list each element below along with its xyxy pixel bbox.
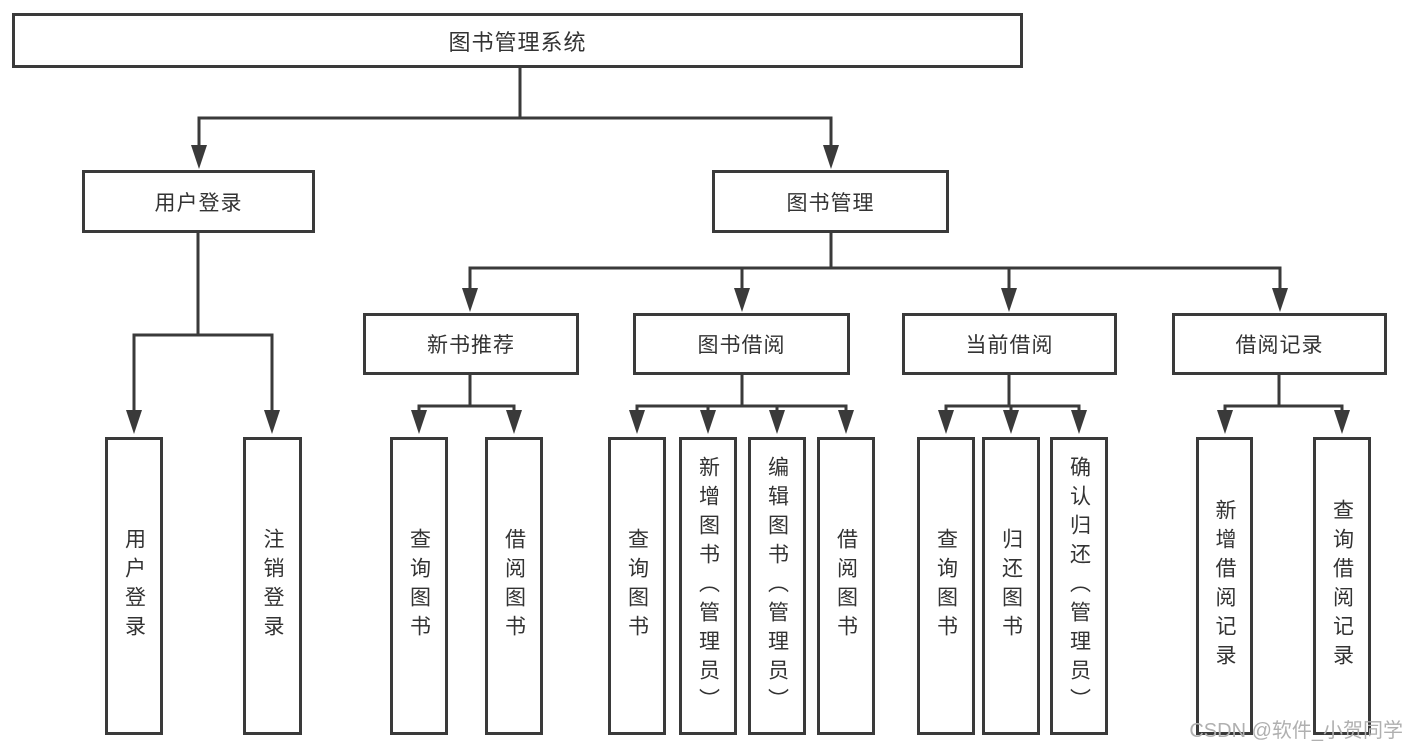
node-user-login: 用户登录 [82, 170, 315, 233]
node-book-management: 图书管理 [712, 170, 949, 233]
leaf-edit-books-admin-label: 编辑图书（管理员） [765, 455, 789, 717]
connector-book-borrow-bar [635, 404, 848, 412]
leaf-query-books-borrowing-label: 查询图书 [625, 528, 649, 644]
node-user-login-label: 用户登录 [154, 191, 243, 215]
leaf-return-books-label: 归还图书 [999, 528, 1023, 644]
node-borrowing-records-label: 借阅记录 [1235, 334, 1324, 357]
leaf-logout-login: 注销登录 [243, 437, 302, 735]
node-library-system-label: 图书管理系统 [448, 29, 587, 55]
node-book-borrowing-label: 图书借阅 [697, 334, 786, 357]
connector-borrow-record-bar [1223, 404, 1344, 412]
leaf-add-books-admin: 新增图书（管理员） [679, 437, 737, 735]
leaf-confirm-return-admin-label: 确认归还（管理员） [1067, 455, 1091, 717]
leaf-borrow-books-borrowing: 借阅图书 [817, 437, 875, 735]
connector-level1-bar [197, 116, 833, 147]
node-book-borrowing: 图书借阅 [633, 313, 850, 375]
leaf-borrow-books-recommend-label: 借阅图书 [502, 528, 526, 644]
connector-book-mgmt-bar [468, 266, 1282, 290]
leaf-user-login-label: 用户登录 [122, 528, 146, 644]
leaf-query-books-recommend: 查询图书 [390, 437, 448, 735]
node-new-book-recommendation: 新书推荐 [363, 313, 579, 375]
arrowheads-icon [126, 145, 1350, 434]
leaf-query-books-recommend-label: 查询图书 [407, 528, 431, 644]
node-current-borrowing: 当前借阅 [902, 313, 1117, 375]
leaf-query-borrow-record-label: 查询借阅记录 [1330, 499, 1354, 673]
leaf-borrow-books-borrowing-label: 借阅图书 [834, 528, 858, 644]
leaf-add-borrow-record: 新增借阅记录 [1196, 437, 1253, 735]
connector-new-book-bar [417, 404, 516, 412]
leaf-add-books-admin-label: 新增图书（管理员） [696, 455, 720, 717]
leaf-confirm-return-admin: 确认归还（管理员） [1050, 437, 1108, 735]
node-current-borrowing-label: 当前借阅 [965, 334, 1054, 357]
leaf-edit-books-admin: 编辑图书（管理员） [748, 437, 806, 735]
leaf-query-books-borrowing: 查询图书 [608, 437, 666, 735]
leaf-query-books-current-label: 查询图书 [934, 528, 958, 644]
connector-user-login-bar [132, 333, 274, 412]
leaf-return-books: 归还图书 [982, 437, 1040, 735]
node-new-book-recommendation-label: 新书推荐 [427, 334, 515, 357]
leaf-add-borrow-record-label: 新增借阅记录 [1213, 499, 1236, 673]
leaf-logout-login-label: 注销登录 [261, 528, 284, 644]
node-library-system: 图书管理系统 [12, 13, 1023, 68]
watermark: CSDN @软件_小贺同学 [1189, 720, 1403, 742]
node-book-management-label: 图书管理 [786, 191, 875, 215]
leaf-query-books-current: 查询图书 [917, 437, 975, 735]
leaf-user-login: 用户登录 [105, 437, 163, 735]
leaf-borrow-books-recommend: 借阅图书 [485, 437, 543, 735]
node-borrowing-records: 借阅记录 [1172, 313, 1387, 375]
leaf-query-borrow-record: 查询借阅记录 [1313, 437, 1371, 735]
